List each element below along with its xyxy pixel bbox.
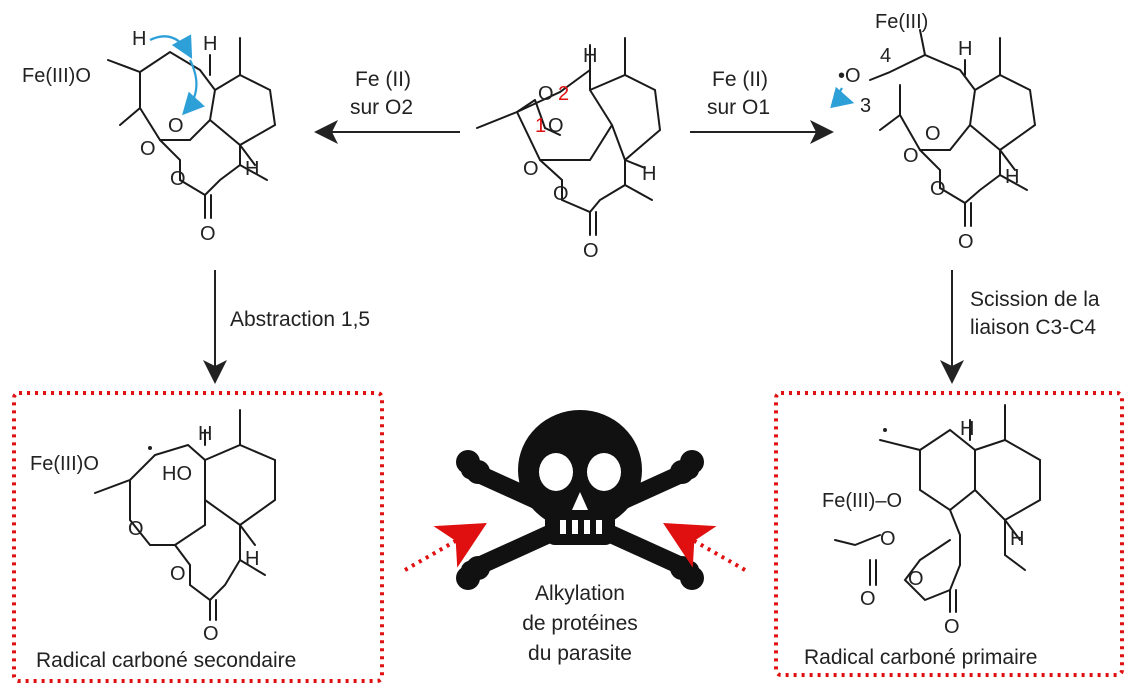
o1-intermediate-structure: Fe(III) •O 4 3 O O O O H H [830,11,1037,253]
ring-oxygen-bottom-left: O [128,518,144,540]
box-secondary-radical [12,391,384,683]
acetyl-oxygen-bottom-right: O [860,588,876,610]
hydrogen-abstracted: H [132,28,146,50]
o2-number: 2 [558,83,569,105]
fe3o-bottom-left: Fe(III)O [30,453,99,475]
hydrogen-bottom-right-2: H [1010,528,1024,550]
carbon-3-label: 3 [860,95,871,117]
peroxide-oxygen-right-top: O [925,123,941,145]
curved-arrow-h-2 [182,59,205,116]
curved-arrow-o1 [830,86,855,109]
carbonyl-oxygen-right-top: O [958,231,974,253]
radical-dot-left [148,446,152,450]
lactone-oxygen: O [553,183,569,205]
lactone-oxygen-bottom-left: O [170,563,186,585]
hydroxyl-bottom-left: HO [162,463,192,485]
acetoxy-oxygen-bottom-right: O [880,528,896,550]
center-caption-2: de protéines [522,612,638,635]
radical-dot-right [883,428,887,432]
o1-atom: O [548,115,564,137]
carbonyl-oxygen-bottom-left: O [203,623,219,645]
arrow-down-left-label: Abstraction 1,5 [230,308,370,331]
hydrogen-bottom-left: H [198,423,212,445]
primary-radical-structure: Fe(III)–O O O O O H H [822,404,1041,638]
carbonyl-oxygen-left-top: O [200,223,216,245]
arrow-left-label-2: sur O2 [350,96,413,119]
carbon-4-label: 4 [880,45,891,67]
curved-arrow-h-1 [149,34,193,59]
lactone-oxygen-right-top: O [930,178,946,200]
center-caption-3: du parasite [528,642,632,665]
artemisinin-structure: O 2 1 O O O O H H [476,37,662,262]
skull-crossbones-icon [456,410,704,590]
box-primary-radical [774,391,1124,677]
oxygen-radical-left-top: O [168,115,184,137]
ring-oxygen-left-top: O [140,138,156,160]
hydrogen-right-top: H [958,38,972,60]
hydrogen-left-top: H [203,33,217,55]
arrow-left-label-1: Fe (II) [355,68,411,91]
ring-oxygen-right-top: O [903,145,919,167]
hydrogen-bottom: H [642,163,656,185]
fe3-o-bottom-right: Fe(III)–O [822,490,902,512]
hydrogen-bottom-right: H [960,418,974,440]
oxygen-radical-right-top: •O [838,65,861,87]
o2-intermediate-structure: Fe(III)O O O O O H H H [22,28,277,245]
red-arrow-right [663,523,746,572]
secondary-radical-structure: Fe(III)O HO O O O H H [30,409,276,645]
carbonyl-oxygen-bottom-right: O [944,616,960,638]
hydrogen-bottom-left-2: H [245,548,259,570]
caption-primary-radical: Radical carboné primaire [804,646,1037,669]
hydrogen-left-top-2: H [245,158,259,180]
red-arrow-left [404,523,487,572]
ring-oxygen: O [523,158,539,180]
arrow-down-right-label-2: liaison C3-C4 [970,316,1096,339]
hydrogen-top: H [583,45,597,67]
o2-atom: O [538,83,554,105]
o1-number: 1 [535,115,546,137]
carbonyl-oxygen: O [583,240,599,262]
arrow-down-right-label-1: Scission de la [970,288,1100,311]
fe3o-left-top: Fe(III)O [22,65,91,87]
center-caption-1: Alkylation [535,582,625,605]
hydrogen-right-top-2: H [1005,166,1019,188]
lactone-oxygen-bottom-right: O [908,568,924,590]
arrow-right-label-2: sur O1 [707,96,770,119]
arrow-right-label-1: Fe (II) [712,68,768,91]
lactone-oxygen-left-top: O [170,168,186,190]
fe3-right-top: Fe(III) [875,11,928,33]
caption-secondary-radical: Radical carboné secondaire [36,649,296,672]
